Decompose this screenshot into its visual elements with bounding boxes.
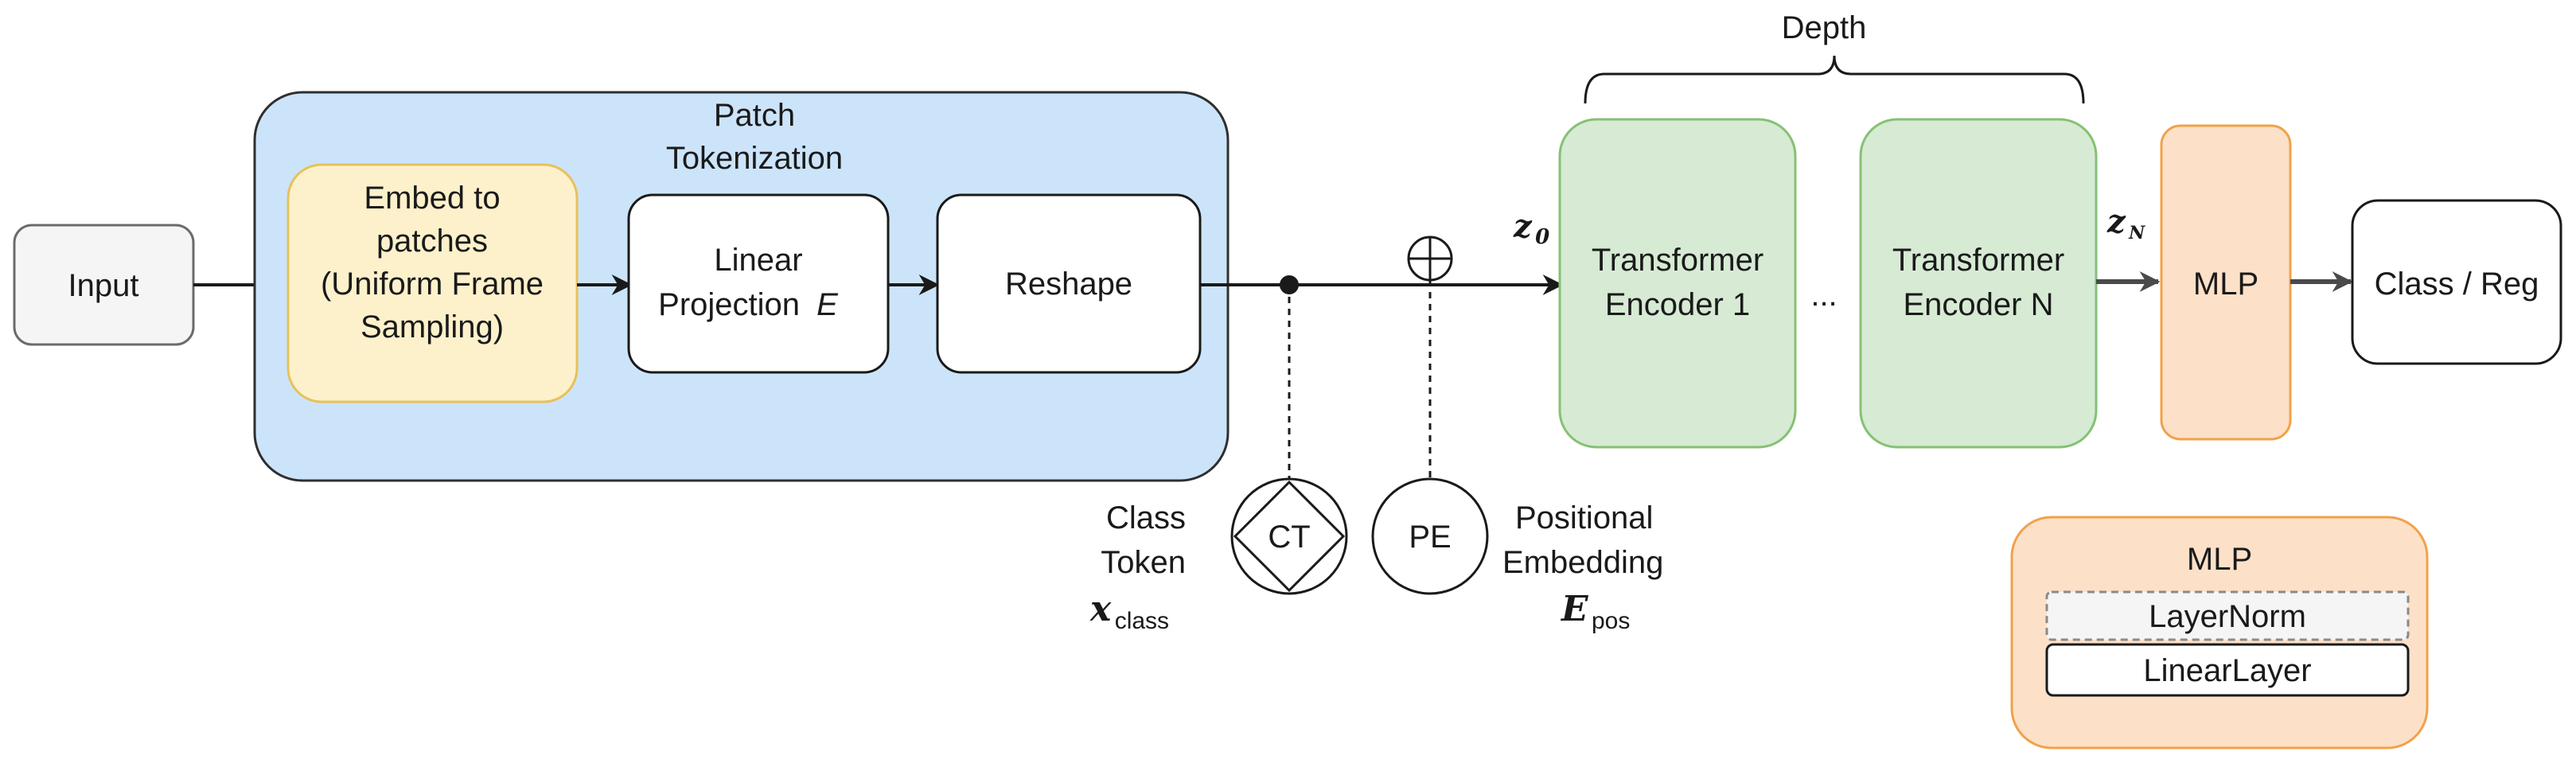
reshape-label: Reshape bbox=[1005, 267, 1132, 302]
encoderN-line1: Transformer bbox=[1892, 243, 2064, 278]
linear-projection-line1: Linear bbox=[714, 243, 802, 278]
embed-line3: (Uniform Frame bbox=[321, 267, 544, 302]
mlp-label: MLP bbox=[2193, 267, 2258, 302]
positional-math-main: E bbox=[1560, 589, 1589, 629]
layernorm-box bbox=[2045, 590, 2410, 641]
depth-brace: Depth bbox=[1584, 10, 2085, 104]
zN-main: z bbox=[2106, 203, 2126, 240]
mlp-legend-title: MLP bbox=[2187, 542, 2252, 577]
class-token-label-line2: Token bbox=[1101, 545, 1186, 580]
input-label: Input bbox=[68, 268, 139, 303]
encoder1-line2: Encoder 1 bbox=[1605, 287, 1750, 322]
linearlayer-label: LinearLayer bbox=[2143, 653, 2311, 688]
zN-sub: N bbox=[2128, 223, 2145, 243]
class-token-symbol: CT bbox=[1268, 520, 1310, 555]
linearlayer-box bbox=[2045, 643, 2410, 697]
z0-main: z bbox=[1513, 208, 1533, 245]
linear-projection-word: Projection bbox=[658, 287, 800, 322]
embed-to-patches-node: Embed to patches (Uniform Frame Sampling… bbox=[286, 163, 579, 403]
positional-embedding-node: PE bbox=[1371, 477, 1489, 595]
linear-projection-line2: Projection E bbox=[658, 287, 839, 322]
transformer-encoder-n-node: Transformer Encoder N bbox=[1859, 118, 2098, 449]
mlp-legend: MLP LayerNorm LinearLayer bbox=[2010, 516, 2429, 749]
positional-embedding-circle bbox=[1371, 477, 1489, 595]
linear-projection-box bbox=[627, 193, 890, 374]
zN-label: z N bbox=[2106, 203, 2145, 243]
class-token-math: x class bbox=[1089, 589, 1169, 634]
class-token-circle bbox=[1230, 477, 1348, 595]
embed-line4: Sampling) bbox=[360, 310, 504, 345]
depth-brace-icon bbox=[1584, 55, 2085, 104]
class-token-diamond bbox=[1233, 480, 1346, 593]
class-token-math-sub: class bbox=[1115, 608, 1169, 634]
positional-math: E pos bbox=[1560, 589, 1630, 634]
z0-label: z 0 bbox=[1513, 208, 1549, 249]
transformer-encoder-1-box bbox=[1558, 118, 1797, 449]
encoder1-line1: Transformer bbox=[1592, 243, 1763, 278]
embed-line2: patches bbox=[376, 224, 488, 259]
encoderN-line2: Encoder N bbox=[1904, 287, 2054, 322]
class-token-label-line1: Class bbox=[1106, 500, 1186, 535]
mlp-node: MLP bbox=[2160, 124, 2292, 441]
linear-projection-node: Linear Projection E bbox=[627, 193, 890, 374]
output-box bbox=[2351, 199, 2562, 365]
embed-line1: Embed to bbox=[364, 181, 500, 216]
transformer-encoder-1-node: Transformer Encoder 1 bbox=[1558, 118, 1797, 449]
layernorm-label: LayerNorm bbox=[2149, 599, 2306, 634]
output-label: Class / Reg bbox=[2375, 267, 2539, 302]
z0-sub: 0 bbox=[1535, 225, 1549, 249]
depth-label: Depth bbox=[1782, 10, 1867, 45]
transformer-encoder-n-box bbox=[1859, 118, 2098, 449]
positional-add-node bbox=[1407, 236, 1453, 282]
input-node: Input bbox=[13, 224, 195, 346]
positional-math-sub: pos bbox=[1592, 608, 1630, 634]
output-node: Class / Reg bbox=[2351, 199, 2562, 365]
positional-label-line1: Positional bbox=[1515, 500, 1653, 535]
positional-label-line2: Embedding bbox=[1502, 545, 1663, 580]
patch-tokenization-title-line1: Patch bbox=[714, 98, 795, 133]
patch-tokenization-title-line2: Tokenization bbox=[666, 141, 843, 176]
class-token-node: CT bbox=[1230, 477, 1348, 595]
class-token-math-main: x bbox=[1089, 589, 1112, 629]
reshape-node: Reshape bbox=[936, 193, 1202, 374]
positional-embedding-symbol: PE bbox=[1409, 520, 1451, 555]
linear-projection-symbol: E bbox=[816, 287, 839, 322]
encoder-ellipsis: ... bbox=[1810, 278, 1837, 313]
